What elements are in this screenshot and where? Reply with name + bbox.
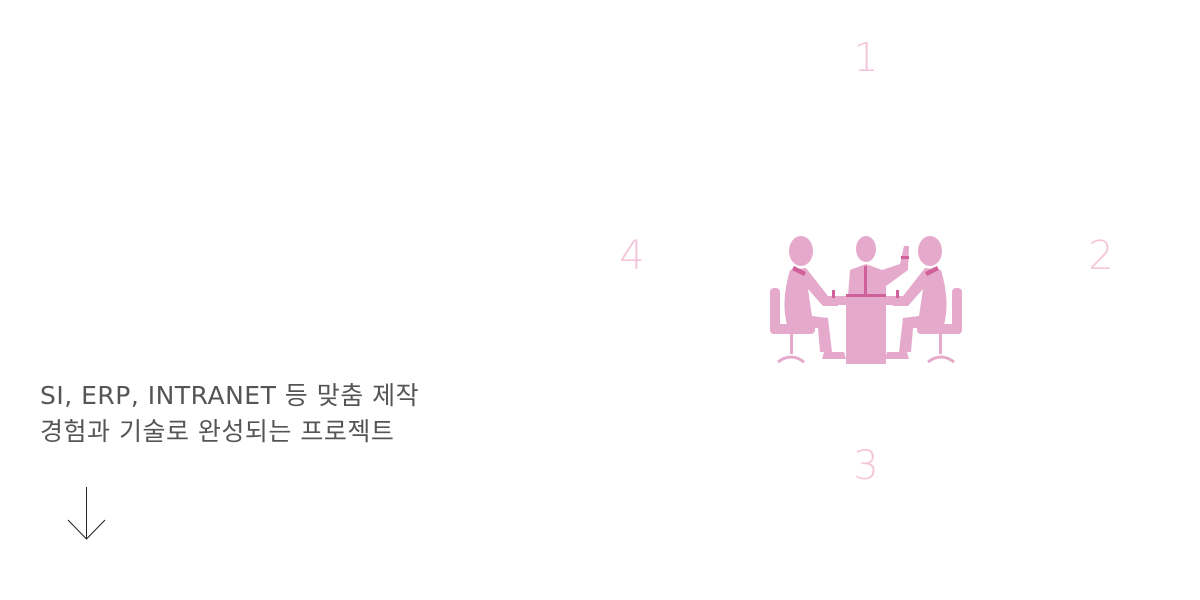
step-number-3: 3 <box>853 443 879 489</box>
business-meeting-icon <box>770 236 962 364</box>
step-number-4: 4 <box>619 233 645 279</box>
step-number-1: 1 <box>853 35 879 81</box>
arrow-down-icon[interactable] <box>66 486 108 542</box>
step-number-2: 2 <box>1088 233 1114 279</box>
headline: SI, ERP, INTRANET 등 맞춤 제작 경험과 기술로 완성되는 프… <box>40 378 419 450</box>
headline-line-2: 경험과 기술로 완성되는 프로젝트 <box>40 417 395 446</box>
headline-line-1: SI, ERP, INTRANET 등 맞춤 제작 <box>40 381 420 410</box>
